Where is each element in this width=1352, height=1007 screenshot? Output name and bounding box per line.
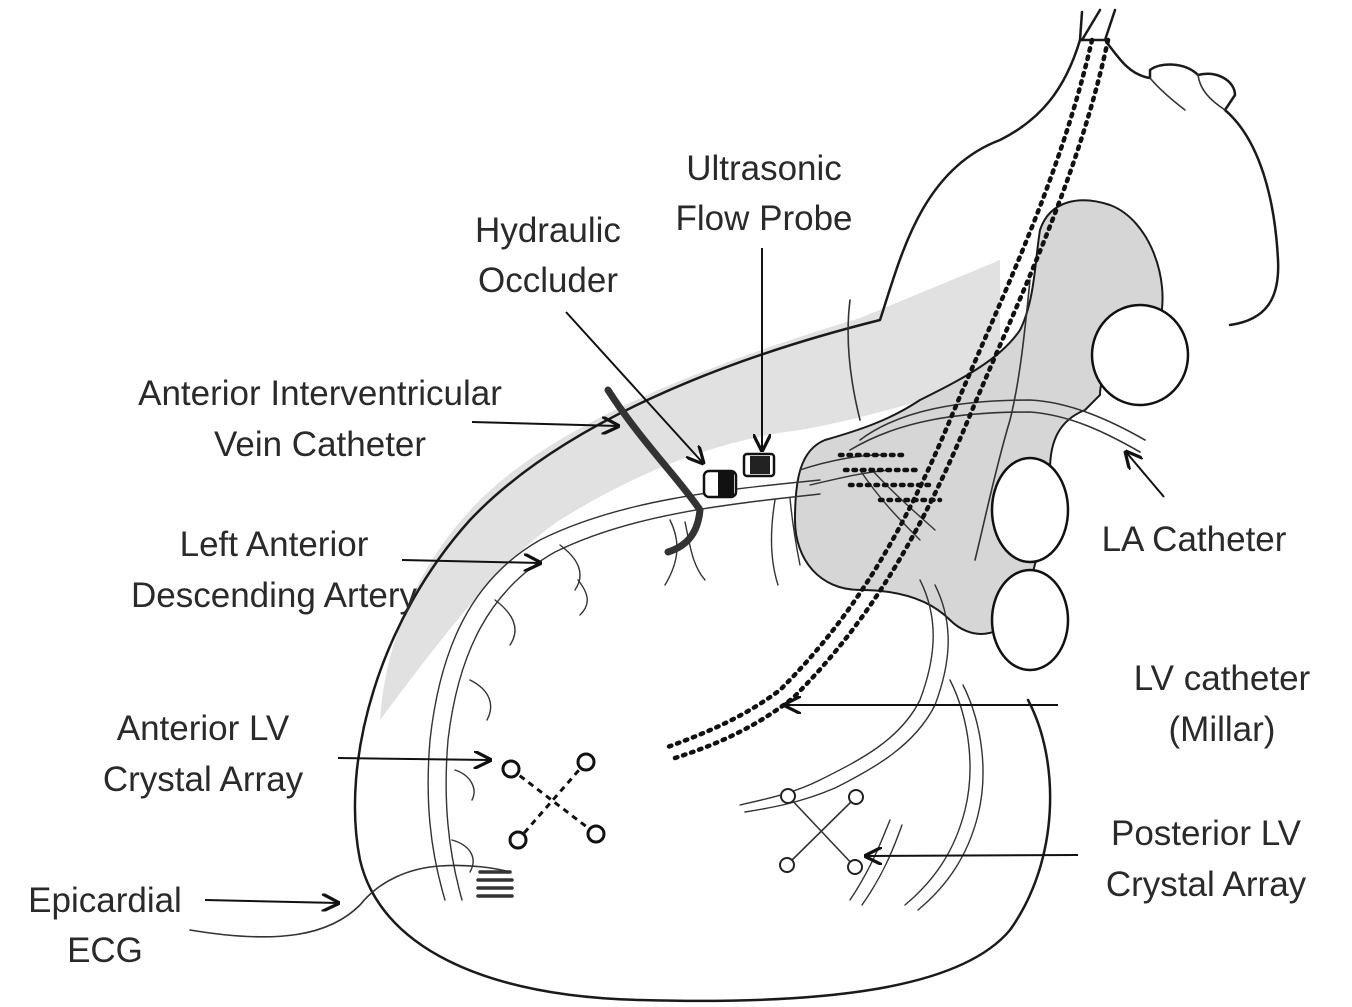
anterior-crystal-2 <box>578 754 594 770</box>
label-aiv-line2: Vein Catheter <box>214 425 426 464</box>
label-lv-line1: LV catheter <box>1134 659 1311 698</box>
ultrasonic-flow-probe-device <box>744 454 774 476</box>
posterior-crystal-1 <box>781 789 795 803</box>
label-anterior-crystal-line2: Crystal Array <box>103 760 304 799</box>
label-ultrasonic-line1: Ultrasonic <box>686 149 842 188</box>
anterior-crystal-4 <box>588 826 604 842</box>
label-lv-line2: (Millar) <box>1169 710 1276 749</box>
label-anterior-crystal-line1: Anterior LV <box>117 709 290 748</box>
circumflex-vessels <box>740 580 983 910</box>
label-ultrasonic-line2: Flow Probe <box>675 199 852 238</box>
posterior-crystal-array <box>780 789 863 874</box>
anterior-crystal-array <box>503 754 604 848</box>
label-lad-line1: Left Anterior <box>180 525 369 564</box>
label-ecg-line1: Epicardial <box>28 881 182 920</box>
arrow-posterior-crystal <box>866 855 1078 856</box>
label-hydraulic-line2: Occluder <box>478 261 618 300</box>
posterior-crystal-4 <box>848 860 862 874</box>
anterior-crystal-1 <box>503 761 519 777</box>
anterior-crystal-3 <box>510 832 526 848</box>
arrow-la-catheter <box>1126 452 1164 497</box>
label-la-catheter: LA Catheter <box>1102 520 1287 559</box>
label-ecg-line2: ECG <box>67 931 143 970</box>
arrow-epicardial-ecg <box>205 900 338 903</box>
label-aiv-line1: Anterior Interventricular <box>138 374 502 413</box>
label-posterior-crystal-line1: Posterior LV <box>1111 814 1302 853</box>
posterior-crystal-3 <box>780 858 794 872</box>
arrow-anterior-crystal <box>338 758 490 760</box>
ecg-electrode-coil <box>478 872 512 896</box>
label-lad-line2: Descending Artery <box>131 576 417 615</box>
pulmonary-trunk-contour <box>1150 75 1225 110</box>
label-posterior-crystal-line2: Crystal Array <box>1106 865 1307 904</box>
hydraulic-occluder-device <box>704 471 736 497</box>
label-hydraulic-line1: Hydraulic <box>475 211 621 250</box>
posterior-crystal-2 <box>849 790 863 804</box>
pulmonary-vein-opening-middle <box>992 458 1068 562</box>
pulmonary-vein-opening-lower <box>992 570 1068 670</box>
aortic-arch-contour <box>1080 10 1115 40</box>
pulmonary-vein-opening-upper <box>1092 305 1188 405</box>
